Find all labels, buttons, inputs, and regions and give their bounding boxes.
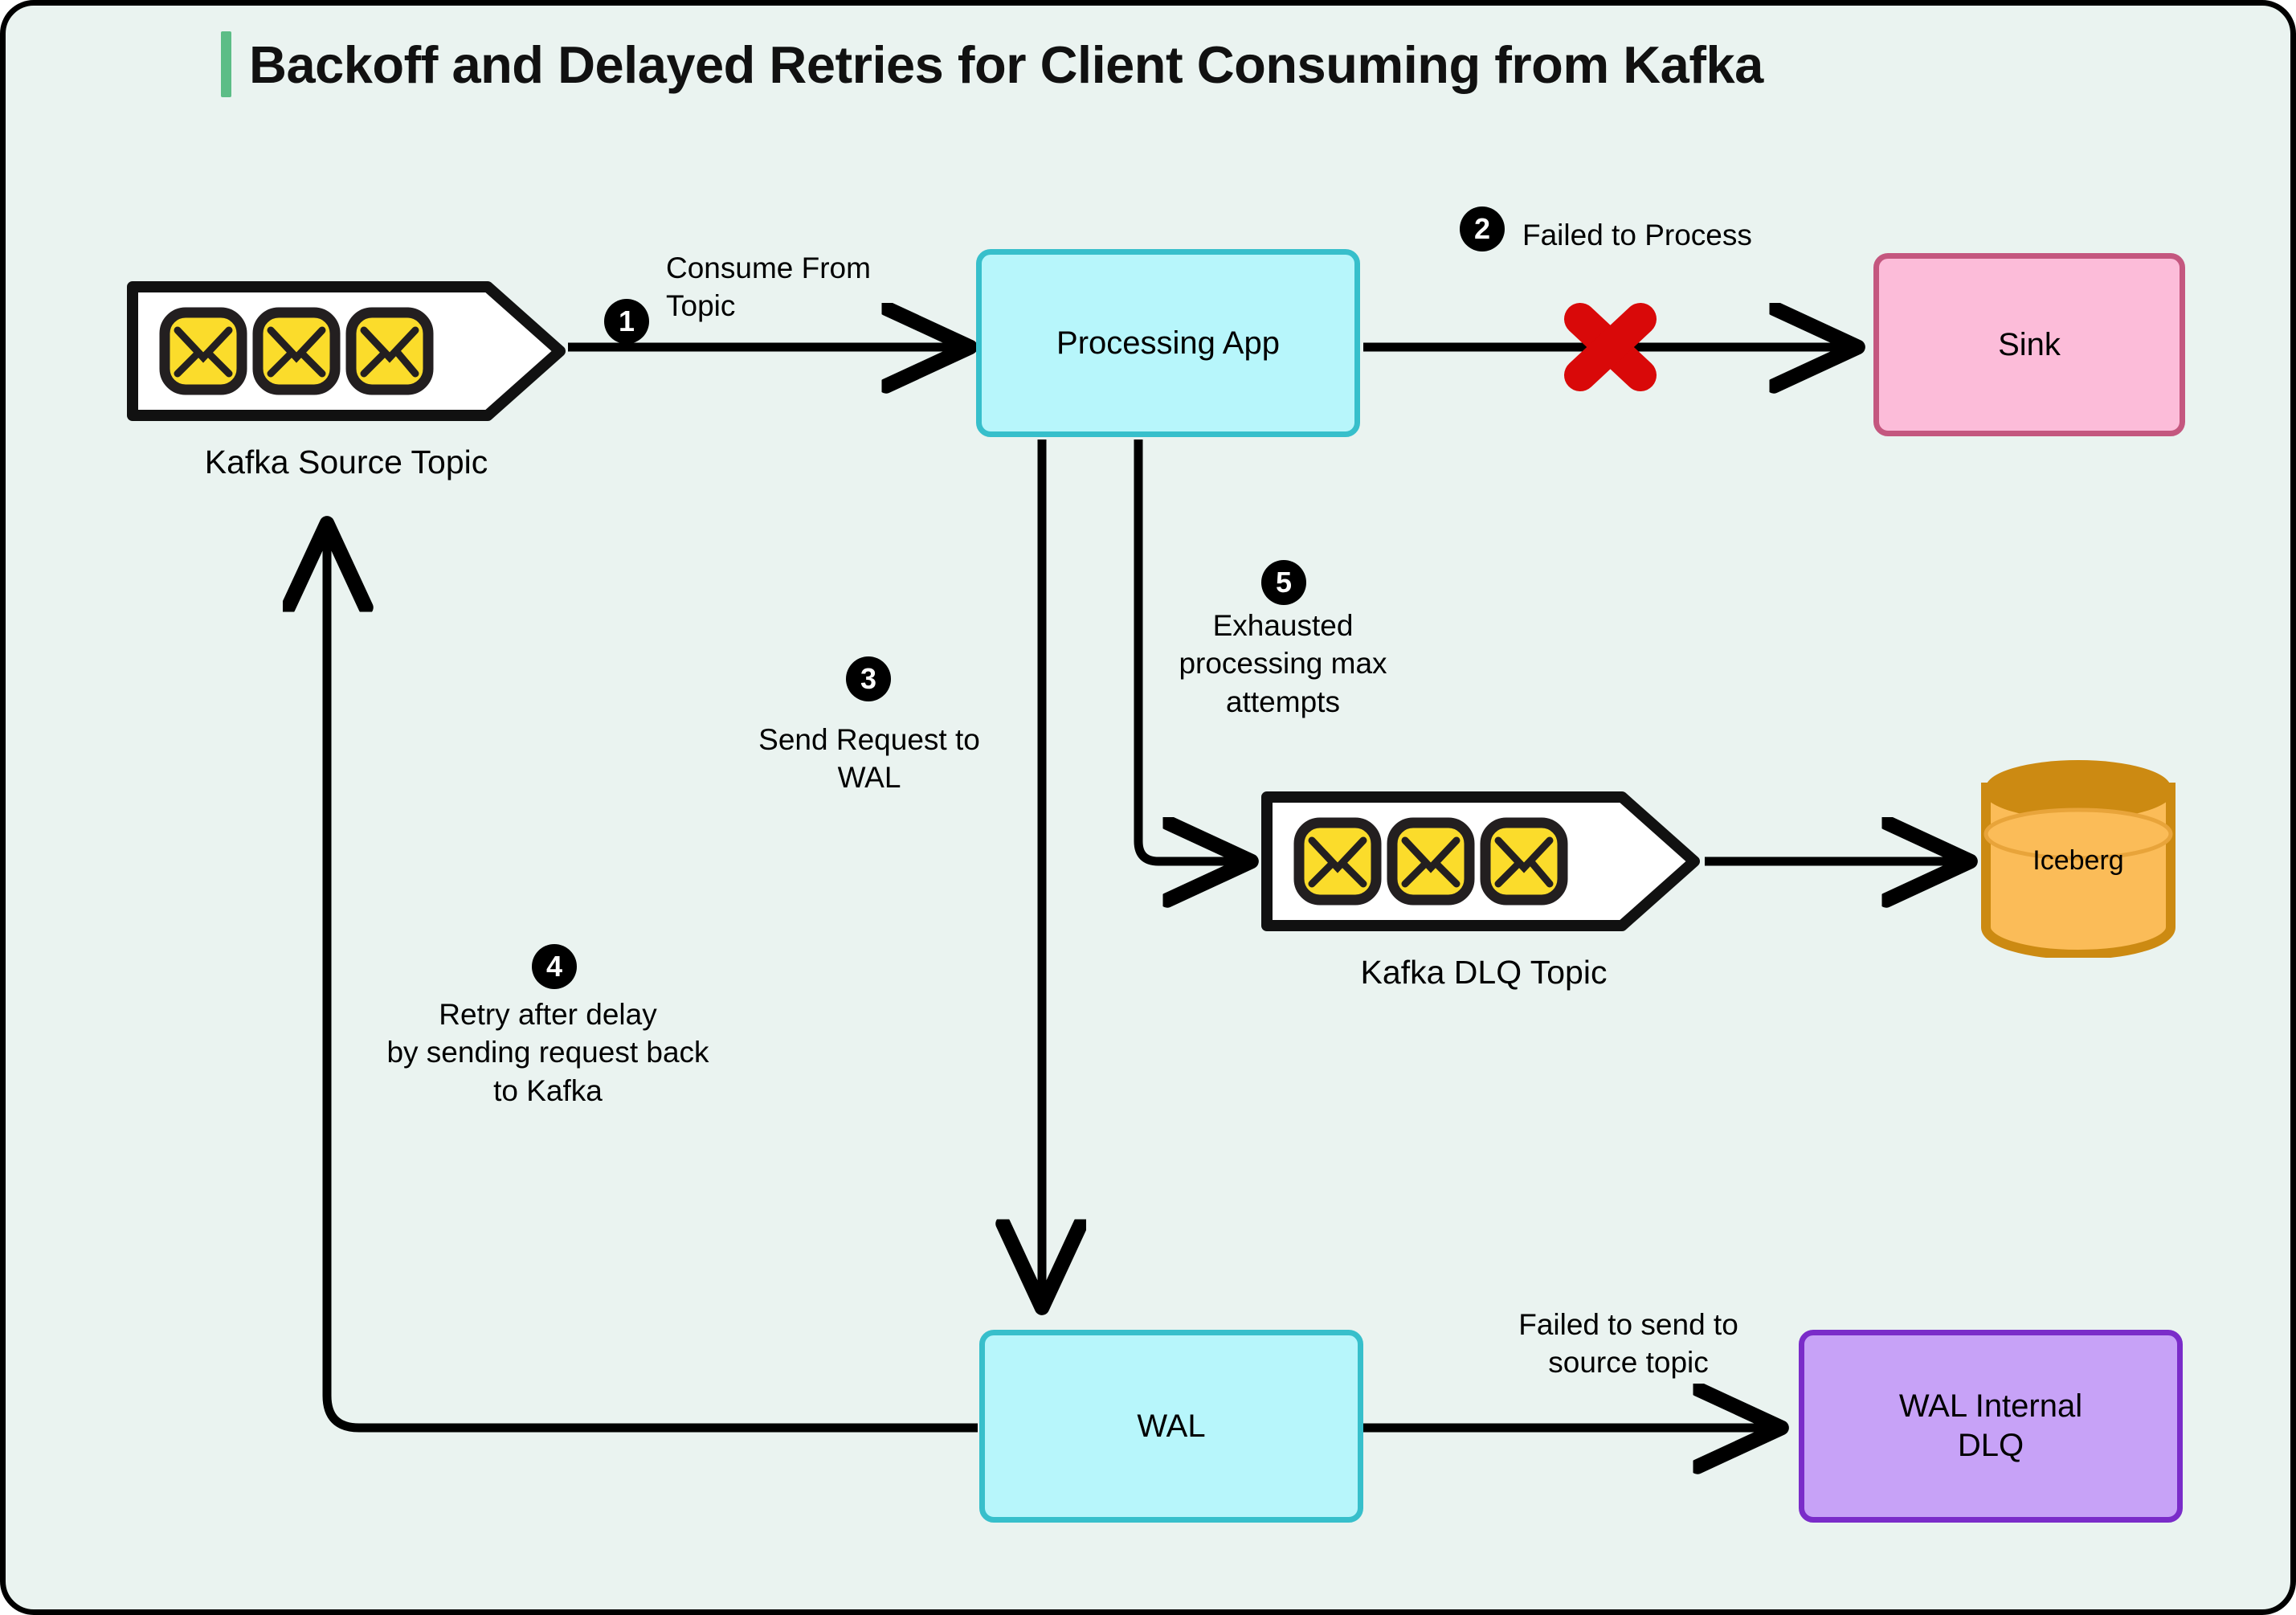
node-wal[interactable]: WAL: [979, 1330, 1363, 1523]
step-label-1: Consume From Topic: [666, 249, 931, 325]
step-label-4-line1: Retry after delay: [439, 998, 657, 1031]
step-badge-4: 4: [532, 944, 577, 989]
node-wal-internal-dlq-label-line1: WAL Internal: [1898, 1388, 2083, 1425]
envelope-icon: [1293, 817, 1382, 906]
red-x-icon: [1564, 303, 1657, 391]
step-badge-5: 5: [1261, 560, 1306, 605]
kafka-source-topic-label: Kafka Source Topic: [204, 444, 488, 480]
step-label-3: Send Request to WAL: [697, 721, 1042, 797]
node-wal-internal-dlq[interactable]: WAL Internal DLQ: [1799, 1330, 2183, 1523]
step-badge-2: 2: [1460, 206, 1505, 251]
page-title: Backoff and Delayed Retries for Client C…: [221, 31, 1763, 97]
step-label-3-line1: Send Request to: [758, 723, 980, 756]
envelope-icon: [159, 307, 247, 395]
node-processing-app-label: Processing App: [1056, 325, 1280, 361]
step-label-4-line3: to Kafka: [493, 1073, 603, 1107]
step-badge-1: 1: [604, 299, 649, 344]
step-label-2-line1: Failed to Process: [1522, 219, 1752, 251]
kafka-dlq-topic-label: Kafka DLQ Topic: [1360, 954, 1608, 991]
node-sink-label: Sink: [1998, 326, 2061, 362]
step-label-5-line2: processing max: [1179, 647, 1387, 681]
step-label-1-line2: Topic: [666, 289, 736, 323]
envelope-icon: [252, 307, 341, 395]
step-badge-3: 3: [846, 656, 891, 701]
step-label-4-line2: by sending request back: [386, 1036, 709, 1069]
node-wal-label: WAL: [1137, 1408, 1206, 1444]
edge-label-failed-to-send-line2: source topic: [1548, 1346, 1709, 1380]
node-iceberg[interactable]: [1978, 757, 2179, 958]
node-processing-app[interactable]: Processing App: [976, 249, 1360, 437]
edge-label-failed-to-send-to-source-topic: Failed to send to source topic: [1403, 1306, 1853, 1382]
step-label-1-line1: Consume From: [666, 251, 871, 284]
step-label-4: Retry after delay by sending request bac…: [343, 996, 753, 1110]
page-title-text: Backoff and Delayed Retries for Client C…: [249, 35, 1763, 94]
envelope-icon: [345, 307, 434, 395]
envelope-icon: [1480, 817, 1568, 906]
step-label-5-line1: Exhausted: [1212, 609, 1354, 642]
kafka-source-topic[interactable]: [125, 279, 568, 423]
step-label-2: Failed to Process: [1522, 216, 1752, 254]
envelope-icon: [1387, 817, 1475, 906]
node-sink[interactable]: Sink: [1873, 253, 2185, 436]
node-wal-internal-dlq-label-line2: DLQ: [1957, 1428, 2024, 1463]
step-label-5: Exhausted processing max attempts: [1130, 607, 1436, 721]
edge-label-failed-to-send-line1: Failed to send to: [1518, 1308, 1738, 1341]
title-accent-bar: [221, 31, 231, 97]
node-iceberg-label: Iceberg: [2032, 845, 2124, 876]
step-label-3-line2: WAL: [837, 761, 901, 795]
step-label-5-line3: attempts: [1226, 685, 1340, 718]
kafka-dlq-topic[interactable]: [1259, 789, 1709, 934]
